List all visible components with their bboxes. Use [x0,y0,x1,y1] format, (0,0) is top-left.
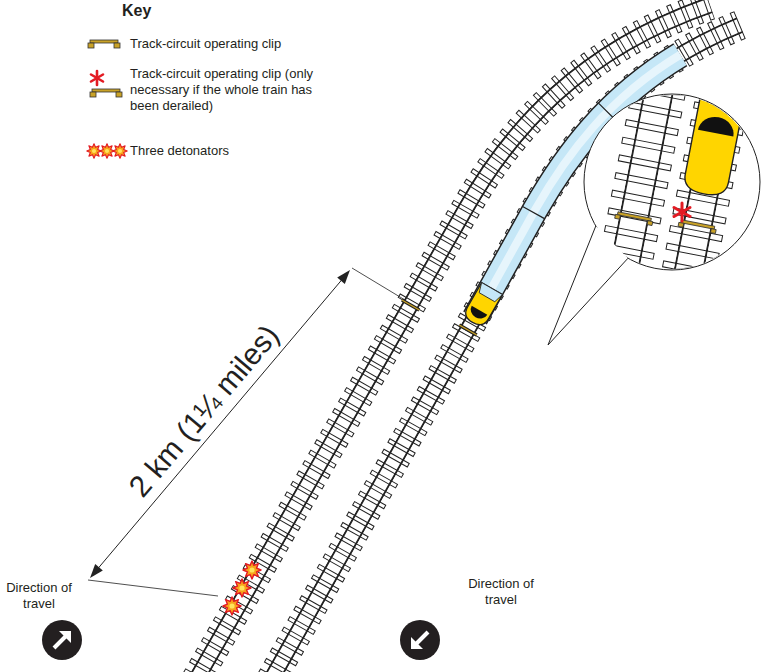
legend-detonator-sample [87,144,127,158]
clip-bar [90,40,118,43]
track-circuit-clip [459,325,476,335]
arrow-head [59,631,71,643]
detonator-symbol [223,597,241,615]
detonator-symbol [113,144,127,158]
clip-foot [114,43,120,48]
direction-label: Direction of travel [4,580,74,612]
track-circuit-clip [459,325,476,335]
track-circuit-clip [615,211,654,225]
extension-line [352,268,405,300]
cab-front [682,68,749,198]
detonator-symbol [87,144,101,158]
clip-foot [678,222,684,227]
legend-text: Three detonators [130,143,320,159]
rails-left [620,60,665,290]
red-asterisk [674,203,690,221]
clip-foot [88,43,94,48]
detonator-symbol [100,144,114,158]
track-circuit-clip [678,219,717,233]
legend-text: Track-circuit operating clip (only neces… [130,66,320,114]
clip-foot [615,214,621,219]
clip-foot [90,92,96,97]
legend-clip-sample [88,40,120,48]
clip-bar [681,220,715,229]
train-cab [462,283,502,329]
sleeper-outline [620,60,665,290]
legend-asterisk-clip-sample [90,71,122,97]
dimension [88,268,405,596]
direction-arrow [400,620,440,660]
clip-foot [116,92,122,97]
dimension-line [95,276,345,572]
legend-heading: Key [122,2,151,20]
dimension-label: 2 km (1¼ miles) [122,319,286,504]
arrow-disc [400,620,440,660]
extension-line [88,580,218,596]
detonator-symbol [243,561,261,579]
clip-bar [92,89,120,92]
arrow-shaft [416,632,428,644]
callout-tail [548,226,628,345]
train-cab [682,68,749,198]
cab-windscreen [698,114,736,137]
direction-arrow [42,620,82,660]
sleeper-fill [620,60,665,290]
rail [620,60,665,290]
red-asterisk [91,71,103,85]
clip-foot [710,229,716,234]
clip-foot [647,221,653,226]
arrow-disc [42,620,82,660]
arrow-shaft [54,636,66,648]
track-circuit-clip [402,300,419,310]
cab-front [462,283,502,329]
arrow-head [411,637,423,649]
legend-text: Track-circuit operating clip [130,36,320,52]
arrowhead [337,270,350,284]
direction-label: Direction of travel [466,576,536,608]
cab-windscreen [468,306,488,322]
detonator-symbol [233,579,251,597]
track-circuit-clip [402,300,419,310]
zoom-callout [548,60,760,345]
arrowhead [90,564,103,578]
clip-bar [617,212,651,221]
cab-roof [477,283,503,304]
